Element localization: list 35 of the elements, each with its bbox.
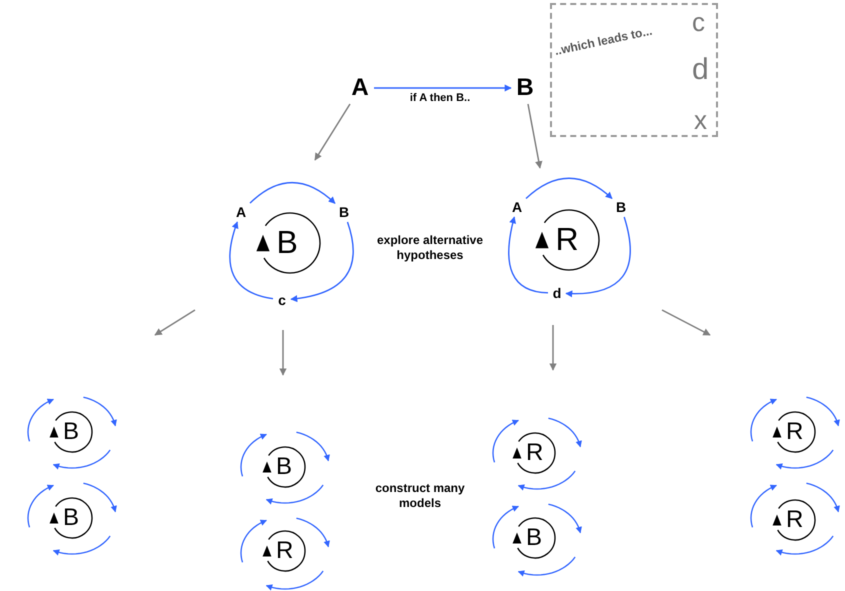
variable-label: A bbox=[348, 74, 372, 102]
note-text: explore alternative hypotheses bbox=[376, 233, 484, 262]
loop-type-label: B bbox=[63, 504, 80, 532]
loop-type-label: R bbox=[276, 538, 294, 564]
arrow bbox=[290, 222, 354, 302]
edge-label: if A then B.. bbox=[410, 92, 470, 104]
loop-type-label: B bbox=[276, 225, 298, 261]
loop-type-label: B bbox=[526, 524, 542, 552]
arrow bbox=[374, 84, 512, 92]
arrow bbox=[250, 182, 336, 204]
loop-type-label: B bbox=[63, 418, 80, 446]
variable-label: x bbox=[694, 107, 707, 133]
arrow bbox=[229, 221, 274, 300]
variable-label: d bbox=[692, 55, 709, 85]
variable-label: B bbox=[337, 204, 351, 220]
loop-type-label: R bbox=[556, 222, 579, 258]
variable-label: d bbox=[550, 285, 564, 301]
note-text: ..which leads to... bbox=[554, 24, 654, 57]
arrow bbox=[565, 216, 631, 298]
loop-type-label: R bbox=[786, 506, 804, 534]
note-text: construct many models bbox=[375, 481, 465, 510]
variable-label: A bbox=[234, 204, 248, 220]
variable-label: B bbox=[513, 74, 537, 102]
arrow bbox=[526, 178, 613, 200]
loop-type-label: R bbox=[786, 418, 804, 446]
loop-type-label: B bbox=[276, 454, 292, 480]
dashed-box bbox=[550, 3, 718, 137]
variable-label: c bbox=[275, 292, 289, 308]
loop-type-label: R bbox=[526, 440, 544, 466]
arrow bbox=[527, 104, 542, 169]
arrow bbox=[314, 104, 351, 161]
variable-label: c bbox=[692, 9, 705, 35]
variable-label: B bbox=[614, 199, 628, 215]
variable-label: A bbox=[510, 199, 524, 215]
arrow bbox=[508, 216, 548, 294]
